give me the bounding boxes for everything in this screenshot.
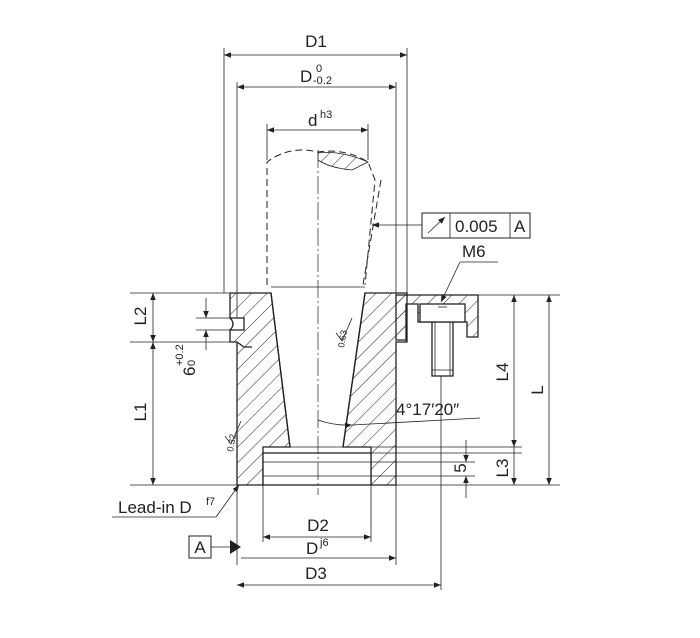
datum-feature: A (188, 535, 241, 559)
recess (262, 452, 372, 486)
label-l3: L3 (493, 459, 512, 478)
dim-d2: D2 (262, 485, 372, 542)
label-groove-tol-upper: +0.2 (174, 344, 186, 366)
dim-l1: L1 (130, 342, 263, 486)
dim-l4: L4 (371, 294, 560, 448)
dim-l: L (396, 295, 560, 486)
roughness-symbol-1: 0.63 (335, 317, 353, 348)
tolerance-frame: 0.005 A (372, 212, 531, 239)
tool-shank (266, 149, 382, 286)
label-l2: L2 (131, 307, 150, 326)
datum-triangle-icon (230, 540, 241, 554)
dim-d-main: D 0 -0.2 (236, 63, 397, 318)
leadin-callout: Lead-in D f7 (112, 484, 240, 518)
roughness-symbol-2: 0.32 (224, 420, 242, 452)
label-d1: D1 (305, 32, 327, 51)
label-angle: 4°17′20″ (396, 400, 459, 419)
label-d3: D3 (305, 564, 327, 583)
dim-d3: D3 (237, 376, 442, 590)
dim-five: 5 (371, 440, 475, 498)
label-groove: 6 (180, 367, 199, 376)
dim-d1: D1 (223, 32, 408, 293)
angle-callout: 4°17′20″ (317, 400, 481, 429)
dim-d-j6: D j6 (236, 485, 397, 565)
dim-l2: L2 (130, 292, 237, 343)
label-d-main-tol-lower: -0.2 (313, 75, 332, 87)
label-rough1: 0.63 (336, 329, 349, 348)
label-d-j6: D (306, 539, 318, 558)
label-l4: L4 (493, 363, 512, 382)
label-five: 5 (451, 463, 470, 472)
label-rough2: 0.32 (225, 433, 238, 452)
label-d-small: d (308, 111, 317, 130)
tolerance-datum-ref: A (514, 217, 526, 236)
label-datum: A (194, 538, 206, 557)
dim-d-small: d h3 (266, 109, 369, 160)
dim-groove: 6 +0.2 0 (174, 298, 230, 376)
label-leadin-fit: f7 (206, 496, 215, 508)
tolerance-value: 0.005 (455, 217, 498, 236)
label-l: L (528, 385, 547, 394)
screw (419, 303, 466, 377)
label-d2: D2 (307, 516, 329, 535)
dim-l3: L3 (371, 447, 522, 485)
label-screw: M6 (462, 242, 486, 261)
label-groove-tol-lower: 0 (186, 360, 198, 366)
label-leadin: Lead-in D (118, 498, 192, 517)
runout-icon (427, 216, 446, 234)
label-d-j6-fit: j6 (319, 537, 329, 549)
label-l1: L1 (131, 403, 150, 422)
label-d-main-tol-upper: 0 (316, 63, 322, 75)
screw-leader: M6 (440, 242, 498, 303)
label-d-small-fit: h3 (320, 109, 332, 121)
label-d-main: D (300, 67, 312, 86)
